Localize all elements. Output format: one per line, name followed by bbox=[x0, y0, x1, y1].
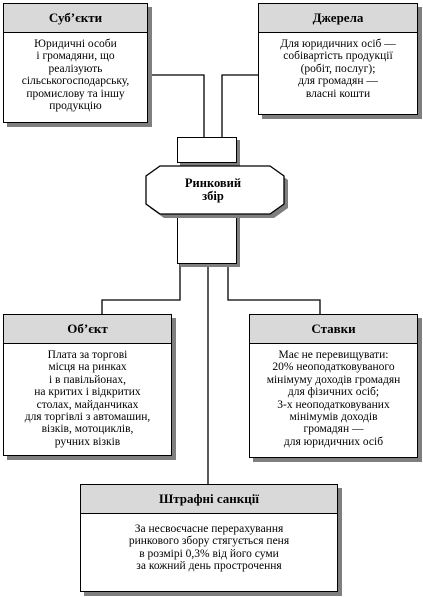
line-hub-to-object bbox=[101, 262, 181, 314]
sources-box: Джерела Для юридичних осіб — собівартіст… bbox=[258, 3, 418, 115]
rates-header: Ставки bbox=[250, 315, 417, 344]
line-sources-to-hub bbox=[221, 74, 258, 140]
sources-text: Для юридичних осіб — собівартість продук… bbox=[280, 38, 396, 100]
subject-title: Суб’єкти bbox=[48, 10, 103, 25]
penalties-text: За несвоєчасне перерахування ринкового з… bbox=[128, 523, 290, 573]
hub-upper-connector bbox=[177, 137, 237, 163]
object-header: Об’єкт bbox=[4, 315, 171, 344]
subject-box: Суб’єкти Юридичні особи і громадяни, що … bbox=[3, 3, 148, 123]
sources-title: Джерела bbox=[312, 10, 364, 25]
rates-title: Ставки bbox=[311, 321, 356, 336]
penalties-title: Штрафні санкції bbox=[158, 491, 260, 506]
object-box: Об’єкт Плата за торгові місця на ринках … bbox=[3, 314, 172, 456]
line-hub-to-rates bbox=[227, 262, 321, 314]
object-text: Плата за торгові місця на ринках і в пав… bbox=[24, 349, 151, 448]
line-subject-to-hub bbox=[148, 74, 205, 140]
subject-text: Юридичні особи і громадяни, що реалізуют… bbox=[21, 38, 130, 113]
rates-text: Має не перевищувати: 20% неоподатковуван… bbox=[266, 349, 401, 448]
penalties-header: Штрафні санкції bbox=[81, 485, 337, 514]
sources-header: Джерела bbox=[259, 4, 417, 33]
penalties-box: Штрафні санкції За несвоєчасне перерахув… bbox=[80, 484, 338, 592]
object-title: Об’єкт bbox=[67, 321, 108, 336]
subject-header: Суб’єкти bbox=[4, 4, 147, 33]
rates-box: Ставки Має не перевищувати: 20% неоподат… bbox=[249, 314, 418, 458]
hub-label: Ринковий збір bbox=[184, 176, 242, 203]
